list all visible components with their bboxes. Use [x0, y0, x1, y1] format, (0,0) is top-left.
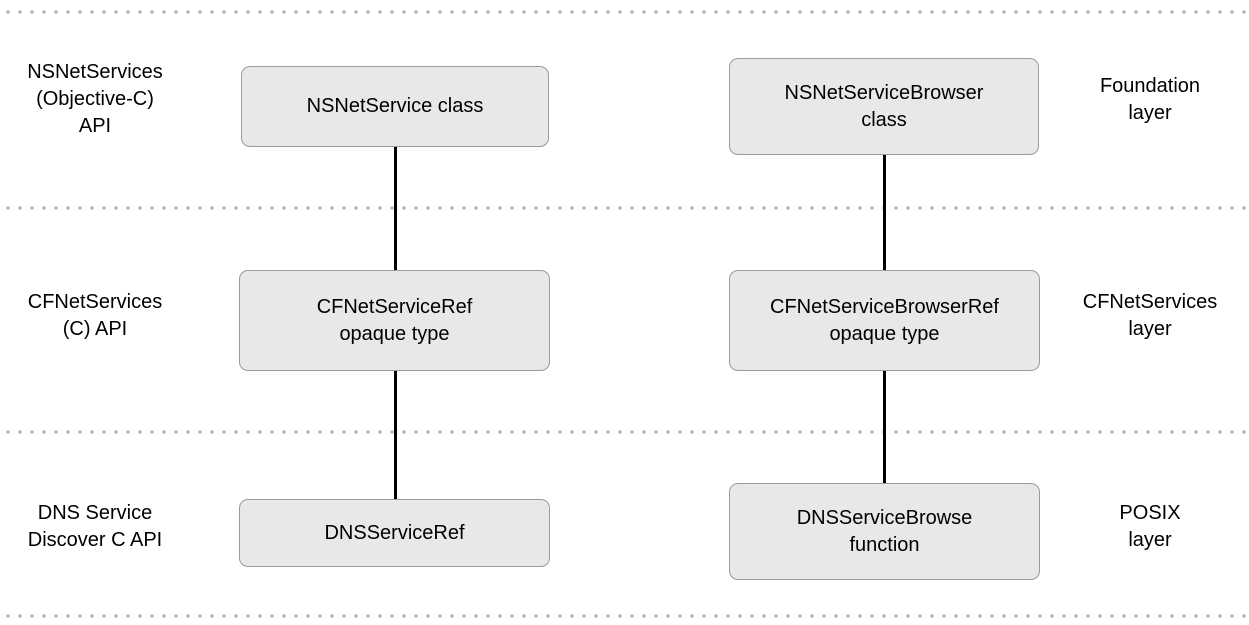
left-label-nsnetservices: NSNetServices (Objective-C) API	[27, 61, 163, 137]
connector-cfnetservicebrowserref-to-dnsservicebrowse	[883, 360, 886, 510]
connector-nsnetservicebrowser-to-cfnetservicebrowserref	[883, 140, 886, 280]
connector-cfnetserviceref-to-dnsserviceref	[394, 360, 397, 510]
layer-divider-cfnetservices-posix	[0, 430, 1249, 434]
node-cfnetserviceref[interactable]: CFNetServiceRef opaque type	[239, 270, 550, 371]
right-label-foundation: Foundation layer	[1099, 75, 1201, 124]
node-nsnetservicebrowser-class[interactable]: NSNetServiceBrowser class	[729, 58, 1039, 155]
left-label-dnsservicediscover: DNS Service Discover C API	[27, 502, 163, 551]
node-nsnetservice-class[interactable]: NSNetService class	[241, 66, 549, 147]
right-label-posix: POSIX layer	[1119, 502, 1181, 551]
left-label-cfnetservices: CFNetServices (C) API	[27, 291, 163, 340]
node-cfnetservicebrowserref[interactable]: CFNetServiceBrowserRef opaque type	[729, 270, 1040, 371]
node-dnsserviceref[interactable]: DNSServiceRef	[239, 499, 550, 567]
connector-nsnetservice-to-cfnetserviceref	[394, 140, 397, 280]
layer-divider-bottom	[0, 614, 1249, 618]
layer-divider-foundation-cfnetservices	[0, 206, 1249, 210]
layer-divider-top	[0, 10, 1249, 14]
right-label-cfnetservices: CFNetServices layer	[1082, 291, 1218, 340]
node-dnsservicebrowse[interactable]: DNSServiceBrowse function	[729, 483, 1040, 580]
